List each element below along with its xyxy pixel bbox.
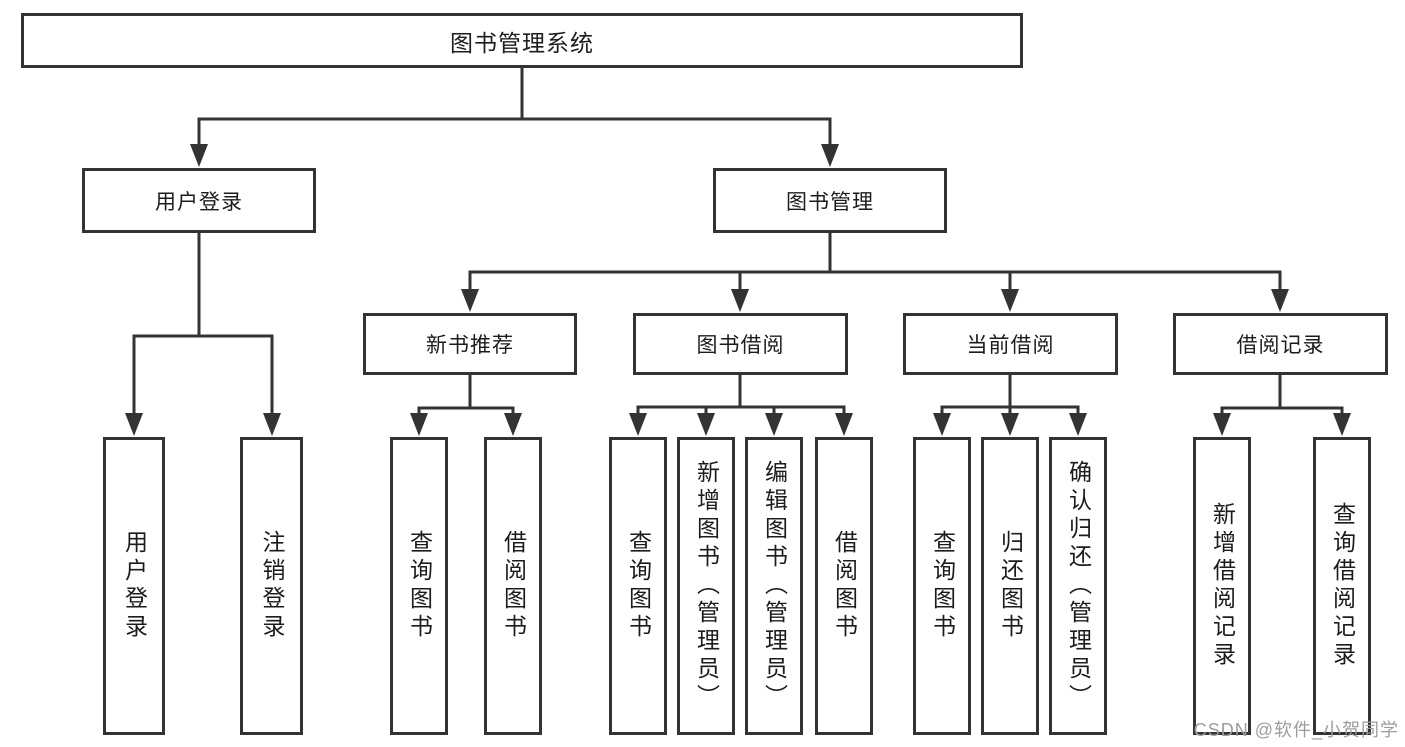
leaf-br-add-record: 新增借阅记录 (1193, 437, 1251, 735)
node-user-login: 用户登录 (82, 168, 316, 233)
node-library-management-system: 图书管理系统 (21, 13, 1023, 68)
leaf-bb-borrow-books: 借阅图书 (815, 437, 873, 735)
leaf-user-login: 用户登录 (103, 437, 165, 735)
node-book-borrowing: 图书借阅 (633, 313, 848, 375)
node-book-management: 图书管理 (713, 168, 947, 233)
leaf-nbr-borrow-books: 借阅图书 (484, 437, 542, 735)
leaf-bb-query-books: 查询图书 (609, 437, 667, 735)
csdn-watermark: CSDN @软件_小贺同学 (1193, 720, 1399, 740)
leaf-logout: 注销登录 (240, 437, 303, 735)
leaf-cb-confirm-return-admin: 确认归还（管理员） (1049, 437, 1107, 735)
leaf-br-query-record: 查询借阅记录 (1313, 437, 1371, 735)
leaf-bb-add-books-admin: 新增图书（管理员） (677, 437, 735, 735)
leaf-cb-return-books: 归还图书 (981, 437, 1039, 735)
leaf-cb-query-books: 查询图书 (913, 437, 971, 735)
connector-arrowheads (125, 144, 1351, 436)
leaf-nbr-query-books: 查询图书 (390, 437, 448, 735)
node-current-borrowing: 当前借阅 (903, 313, 1118, 375)
leaf-bb-edit-books-admin: 编辑图书（管理员） (745, 437, 803, 735)
node-borrowing-records: 借阅记录 (1173, 313, 1388, 375)
node-new-book-recommendation: 新书推荐 (363, 313, 577, 375)
